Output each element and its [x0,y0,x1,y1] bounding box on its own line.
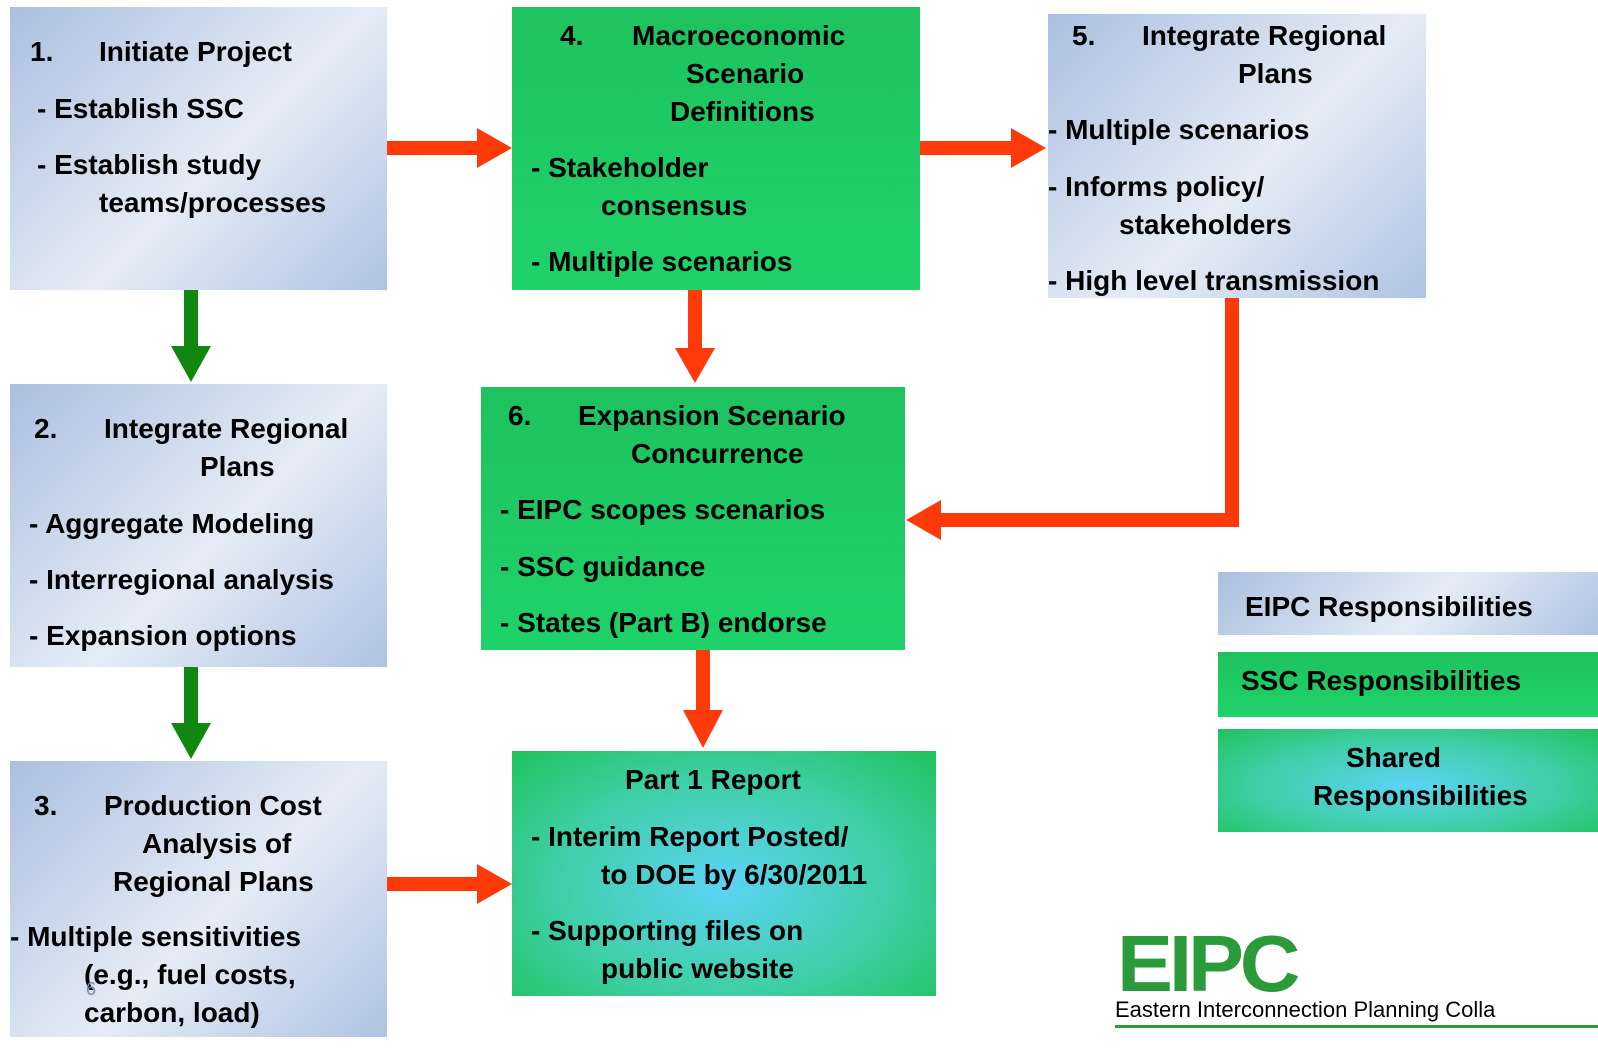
step-3-title: Regional Plans [113,866,314,897]
eipc-logo-mark: EIPC [1117,919,1300,1008]
eipc-logo: EIPC Eastern Interconnection Planning Co… [1113,921,1598,1035]
step-3-item: (e.g., fuel costs, [84,959,296,990]
step-1-item: - Establish study [37,149,262,180]
report-item: - Interim Report Posted/ [531,821,849,852]
report-item: public website [601,953,794,984]
arrow-2-to-3 [171,667,211,759]
step-1-box: 1. Initiate Project - Establish SSC - Es… [10,7,387,290]
step-2-item: - Aggregate Modeling [29,508,315,539]
step-1-title: Initiate Project [99,36,292,67]
step-3-title: Analysis of [142,828,292,859]
legend-shared-label: Shared [1346,742,1441,773]
step-6-title: Concurrence [631,438,804,469]
step-4-number: 4. [560,20,584,51]
step-4-item: - Stakeholder [531,152,709,183]
step-3-item: carbon, load) [84,997,260,1028]
eipc-logo-text: Eastern Interconnection Planning Colla [1115,997,1496,1022]
step-4-box: 4. Macroeconomic Scenario Definitions - … [512,7,920,290]
step-3-number: 3. [34,790,58,821]
legend-ssc: SSC Responsibilities [1218,652,1598,717]
step-5-number: 5. [1072,20,1096,51]
arrow-1-to-2 [171,290,211,382]
arrow-6-to-report [683,650,723,748]
step-6-number: 6. [508,400,532,431]
report-item: - Supporting files on [531,915,804,946]
step-2-number: 2. [34,413,58,444]
step-3-item: - Multiple sensitivities [10,921,301,952]
step-1-item: - Establish SSC [37,93,244,124]
step-2-title: Plans [200,451,275,482]
legend-ssc-label: SSC Responsibilities [1241,665,1522,696]
report-title: Part 1 Report [625,764,801,795]
step-5-title: Integrate Regional [1142,20,1387,51]
step-5-item: - Multiple scenarios [1048,114,1310,145]
step-4-item: - Multiple scenarios [531,246,793,277]
step-6-item: - EIPC scopes scenarios [500,494,826,525]
step-4-title: Scenario [686,58,805,89]
step-4-title: Macroeconomic [632,20,846,51]
step-5-item: - High level transmission [1048,265,1380,296]
step-2-title: Integrate Regional [104,413,349,444]
legend-shared: Shared Responsibilities [1218,729,1598,832]
eipc-logo-underline [1115,1025,1598,1028]
legend-eipc-label: EIPC Responsibilities [1245,591,1533,622]
step-5-box: 5. Integrate Regional Plans - Multiple s… [1048,14,1426,298]
step-6-item: - States (Part B) endorse [500,607,827,638]
step-6-item: - SSC guidance [500,551,706,582]
step-5-item: stakeholders [1119,209,1292,240]
legend-shared-label: Responsibilities [1313,780,1528,811]
step-5-title: Plans [1238,58,1313,89]
step-6-box: 6. Expansion Scenario Concurrence - EIPC… [481,387,905,650]
page-number: 6 [86,979,97,999]
step-4-item: consensus [601,190,748,221]
arrow-4-to-5 [920,128,1046,168]
step-1-number: 1. [30,36,54,67]
step-3-title: Production Cost [104,790,322,821]
step-1-item: teams/processes [99,187,327,218]
report-item: to DOE by 6/30/2011 [601,859,868,890]
arrow-4-to-6 [675,290,715,383]
part-1-report-box: Part 1 Report - Interim Report Posted/ t… [512,751,936,996]
step-2-item: - Expansion options [29,620,297,651]
step-2-box: 2. Integrate Regional Plans - Aggregate … [10,384,387,667]
arrow-5-to-6 [906,298,1239,540]
step-5-item: - Informs policy/ [1048,171,1265,202]
arrow-1-to-4 [387,128,512,168]
step-6-title: Expansion Scenario [578,400,846,431]
legend-eipc: EIPC Responsibilities [1218,572,1598,635]
step-3-box: 3. Production Cost Analysis of Regional … [10,761,387,1037]
arrow-3-to-report [387,864,512,904]
step-4-title: Definitions [670,96,815,127]
step-2-item: - Interregional analysis [29,564,334,595]
